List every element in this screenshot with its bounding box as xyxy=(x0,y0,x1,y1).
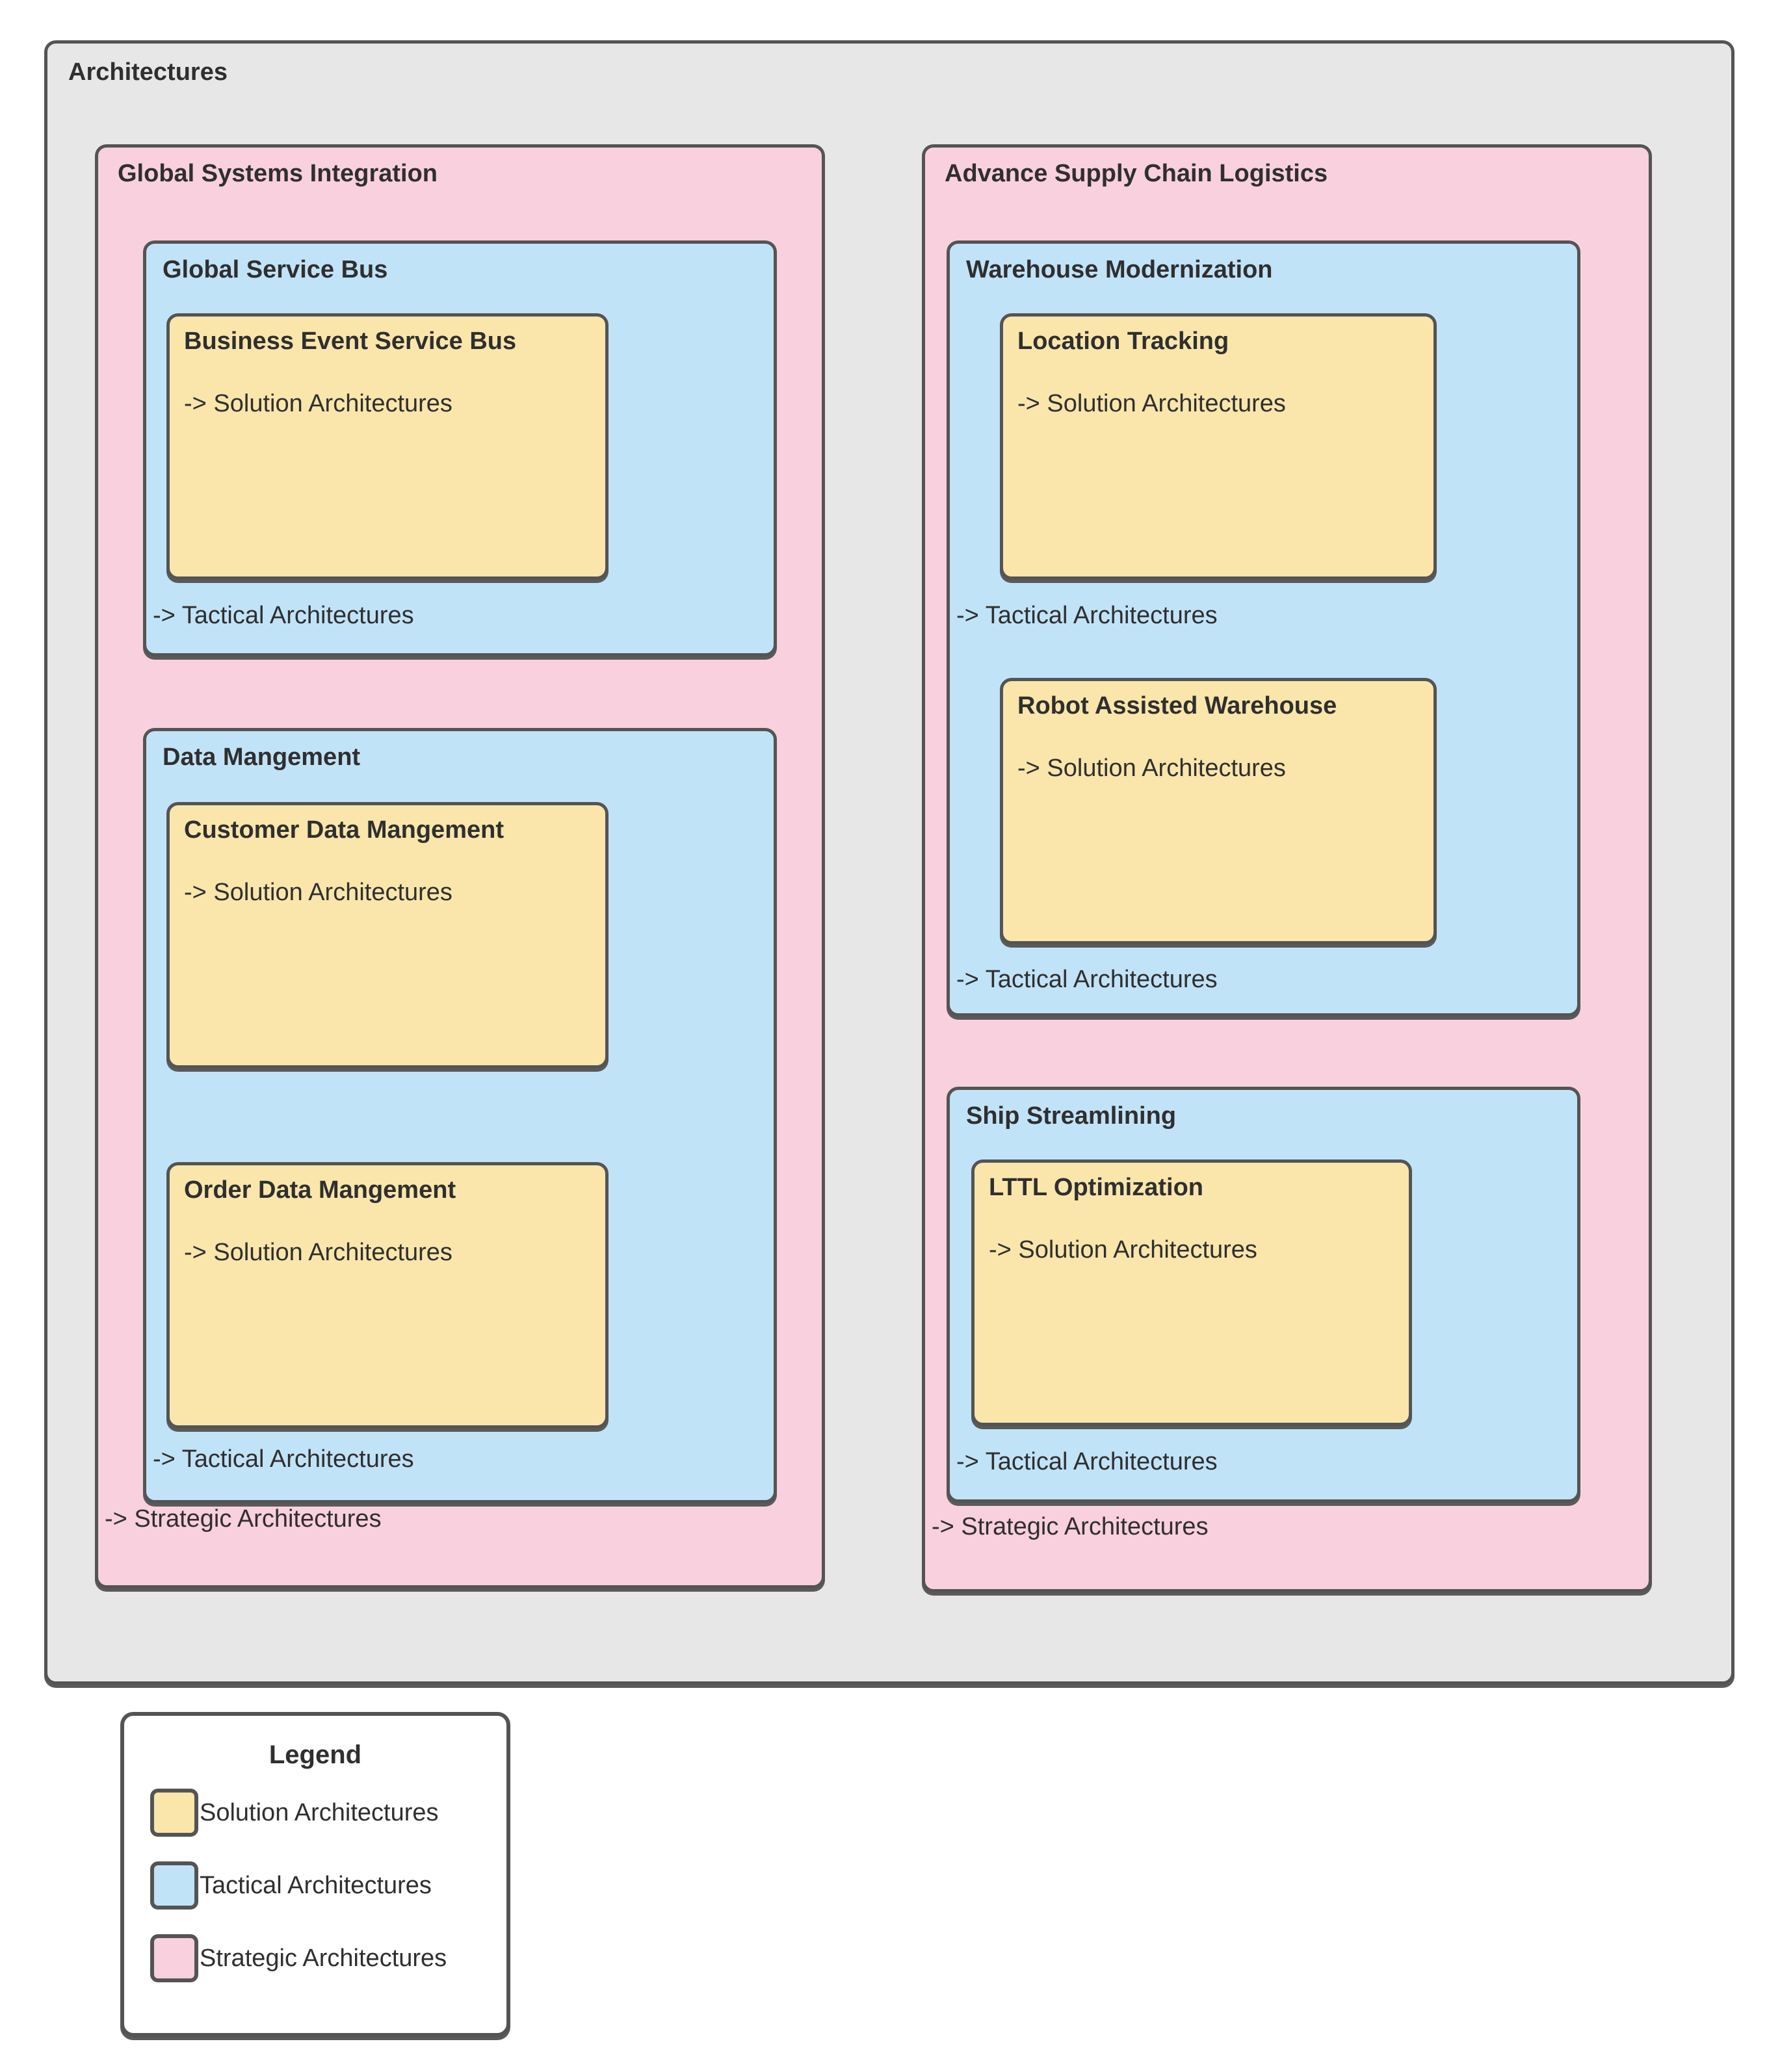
legend-swatch-solution-icon xyxy=(150,1789,198,1837)
strategic-group-title: Global Systems Integration xyxy=(118,160,438,187)
solution-card-title: Business Event Service Bus xyxy=(184,328,517,355)
solution-card-customer-data-mangement[interactable]: Customer Data Mangement -> Solution Arch… xyxy=(166,802,609,1068)
tactical-group-footnote: -> Tactical Architectures xyxy=(956,1448,1218,1475)
legend-item-tactical[interactable]: Tactical Architectures xyxy=(150,1861,432,1910)
solution-card-title: Customer Data Mangement xyxy=(184,816,504,844)
legend-item-solution[interactable]: Solution Architectures xyxy=(150,1789,439,1837)
solution-card-footnote: -> Solution Architectures xyxy=(1017,390,1286,417)
tactical-group-title: Ship Streamlining xyxy=(966,1102,1177,1130)
strategic-group-footnote: -> Strategic Architectures xyxy=(105,1505,382,1533)
solution-card-footnote: -> Solution Architectures xyxy=(989,1236,1257,1263)
legend-label-tactical: Tactical Architectures xyxy=(200,1871,432,1899)
solution-card-business-event-service-bus[interactable]: Business Event Service Bus -> Solution A… xyxy=(166,313,609,580)
solution-card-order-data-mangement[interactable]: Order Data Mangement -> Solution Archite… xyxy=(166,1162,609,1429)
solution-card-footnote: -> Solution Architectures xyxy=(184,1239,452,1266)
solution-card-footnote: -> Solution Architectures xyxy=(184,879,452,906)
tactical-group-title: Data Mangement xyxy=(163,744,361,771)
solution-card-footnote: -> Solution Architectures xyxy=(184,390,452,417)
legend-item-strategic[interactable]: Strategic Architectures xyxy=(150,1934,447,1982)
solution-card-robot-assisted-warehouse[interactable]: Robot Assisted Warehouse -> Solution Arc… xyxy=(1000,678,1437,944)
solution-card-title: Order Data Mangement xyxy=(184,1176,456,1204)
solution-card-footnote: -> Solution Architectures xyxy=(1017,755,1286,782)
legend-swatch-tactical-icon xyxy=(150,1861,198,1910)
solution-card-title: Robot Assisted Warehouse xyxy=(1017,692,1337,719)
tactical-group-title: Warehouse Modernization xyxy=(966,256,1273,283)
tactical-group-footnote-upper: -> Tactical Architectures xyxy=(956,602,1218,629)
solution-card-title: Location Tracking xyxy=(1017,328,1229,355)
architectures-title: Architectures xyxy=(68,58,228,86)
strategic-group-footnote: -> Strategic Architectures xyxy=(932,1513,1209,1540)
legend-panel[interactable]: Legend Solution Architectures Tactical A… xyxy=(120,1712,510,2037)
tactical-group-title: Global Service Bus xyxy=(163,256,388,283)
legend-label-solution: Solution Architectures xyxy=(200,1798,439,1826)
solution-card-title: LTTL Optimization xyxy=(989,1174,1203,1201)
tactical-group-footnote: -> Tactical Architectures xyxy=(153,602,414,629)
legend-title: Legend xyxy=(268,1741,362,1769)
legend-swatch-strategic-icon xyxy=(150,1934,198,1982)
legend-label-strategic: Strategic Architectures xyxy=(200,1944,447,1972)
strategic-group-title: Advance Supply Chain Logistics xyxy=(945,160,1328,187)
solution-card-lttl-optimization[interactable]: LTTL Optimization -> Solution Architectu… xyxy=(971,1159,1412,1426)
tactical-group-footnote: -> Tactical Architectures xyxy=(153,1445,414,1473)
tactical-group-footnote-lower: -> Tactical Architectures xyxy=(956,966,1218,993)
solution-card-location-tracking[interactable]: Location Tracking -> Solution Architectu… xyxy=(1000,313,1437,580)
